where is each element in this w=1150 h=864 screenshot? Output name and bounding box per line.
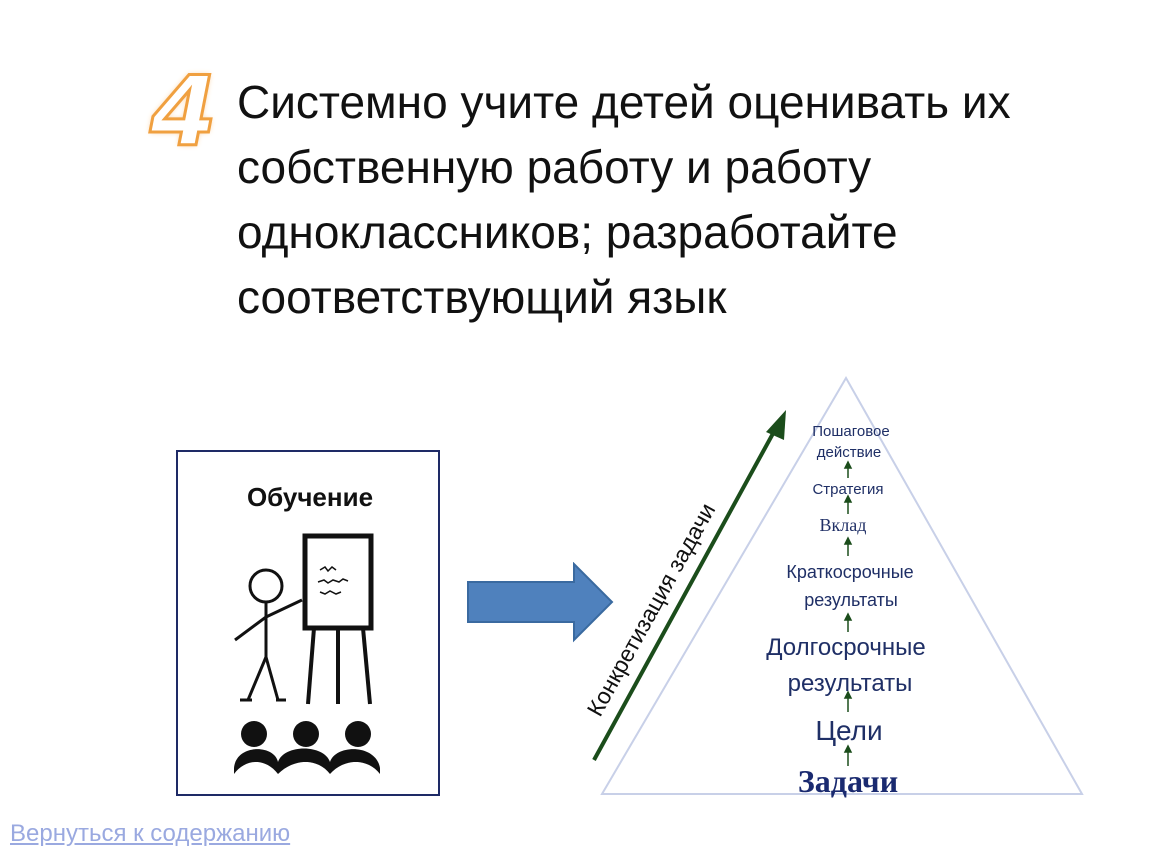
pyramid-level-short-term-line2: результаты — [804, 590, 898, 610]
teacher-at-flipchart-illustration — [234, 533, 380, 774]
pyramid-level-step-action-line2: действие — [817, 444, 882, 461]
pyramid-level-strategy: Стратегия — [812, 481, 883, 498]
slide-title: Системно учите детей оценивать их собств… — [237, 76, 1011, 323]
audience-silhouettes — [234, 721, 380, 774]
slide-number-badge: 4 — [149, 56, 219, 168]
block-arrow-right-icon — [467, 562, 614, 643]
pyramid-level-goals: Цели — [815, 715, 882, 746]
pyramid-level-long-term-line2: результаты — [788, 670, 913, 697]
back-to-contents-link[interactable]: Вернуться к содержанию — [10, 820, 291, 847]
pyramid-level-tasks: Задачи — [798, 763, 898, 799]
flipchart — [302, 533, 374, 705]
pyramid-outline — [600, 375, 1084, 795]
level-connector-arrows — [843, 460, 853, 766]
concretization-axis-label: Конкретизация задачи — [582, 499, 721, 721]
pyramid-level-contribution: Вклад — [820, 515, 867, 535]
pyramid-level-short-term: Краткосрочные — [786, 562, 913, 582]
concretization-arrow-icon — [592, 410, 786, 761]
teaching-card: Обучение — [176, 450, 440, 796]
pyramid-level-step-action: Пошаговое — [812, 423, 889, 440]
pyramid-level-long-term: Долгосрочные — [766, 634, 925, 661]
teacher-figure — [234, 568, 303, 702]
teaching-card-label: Обучение — [246, 482, 374, 512]
